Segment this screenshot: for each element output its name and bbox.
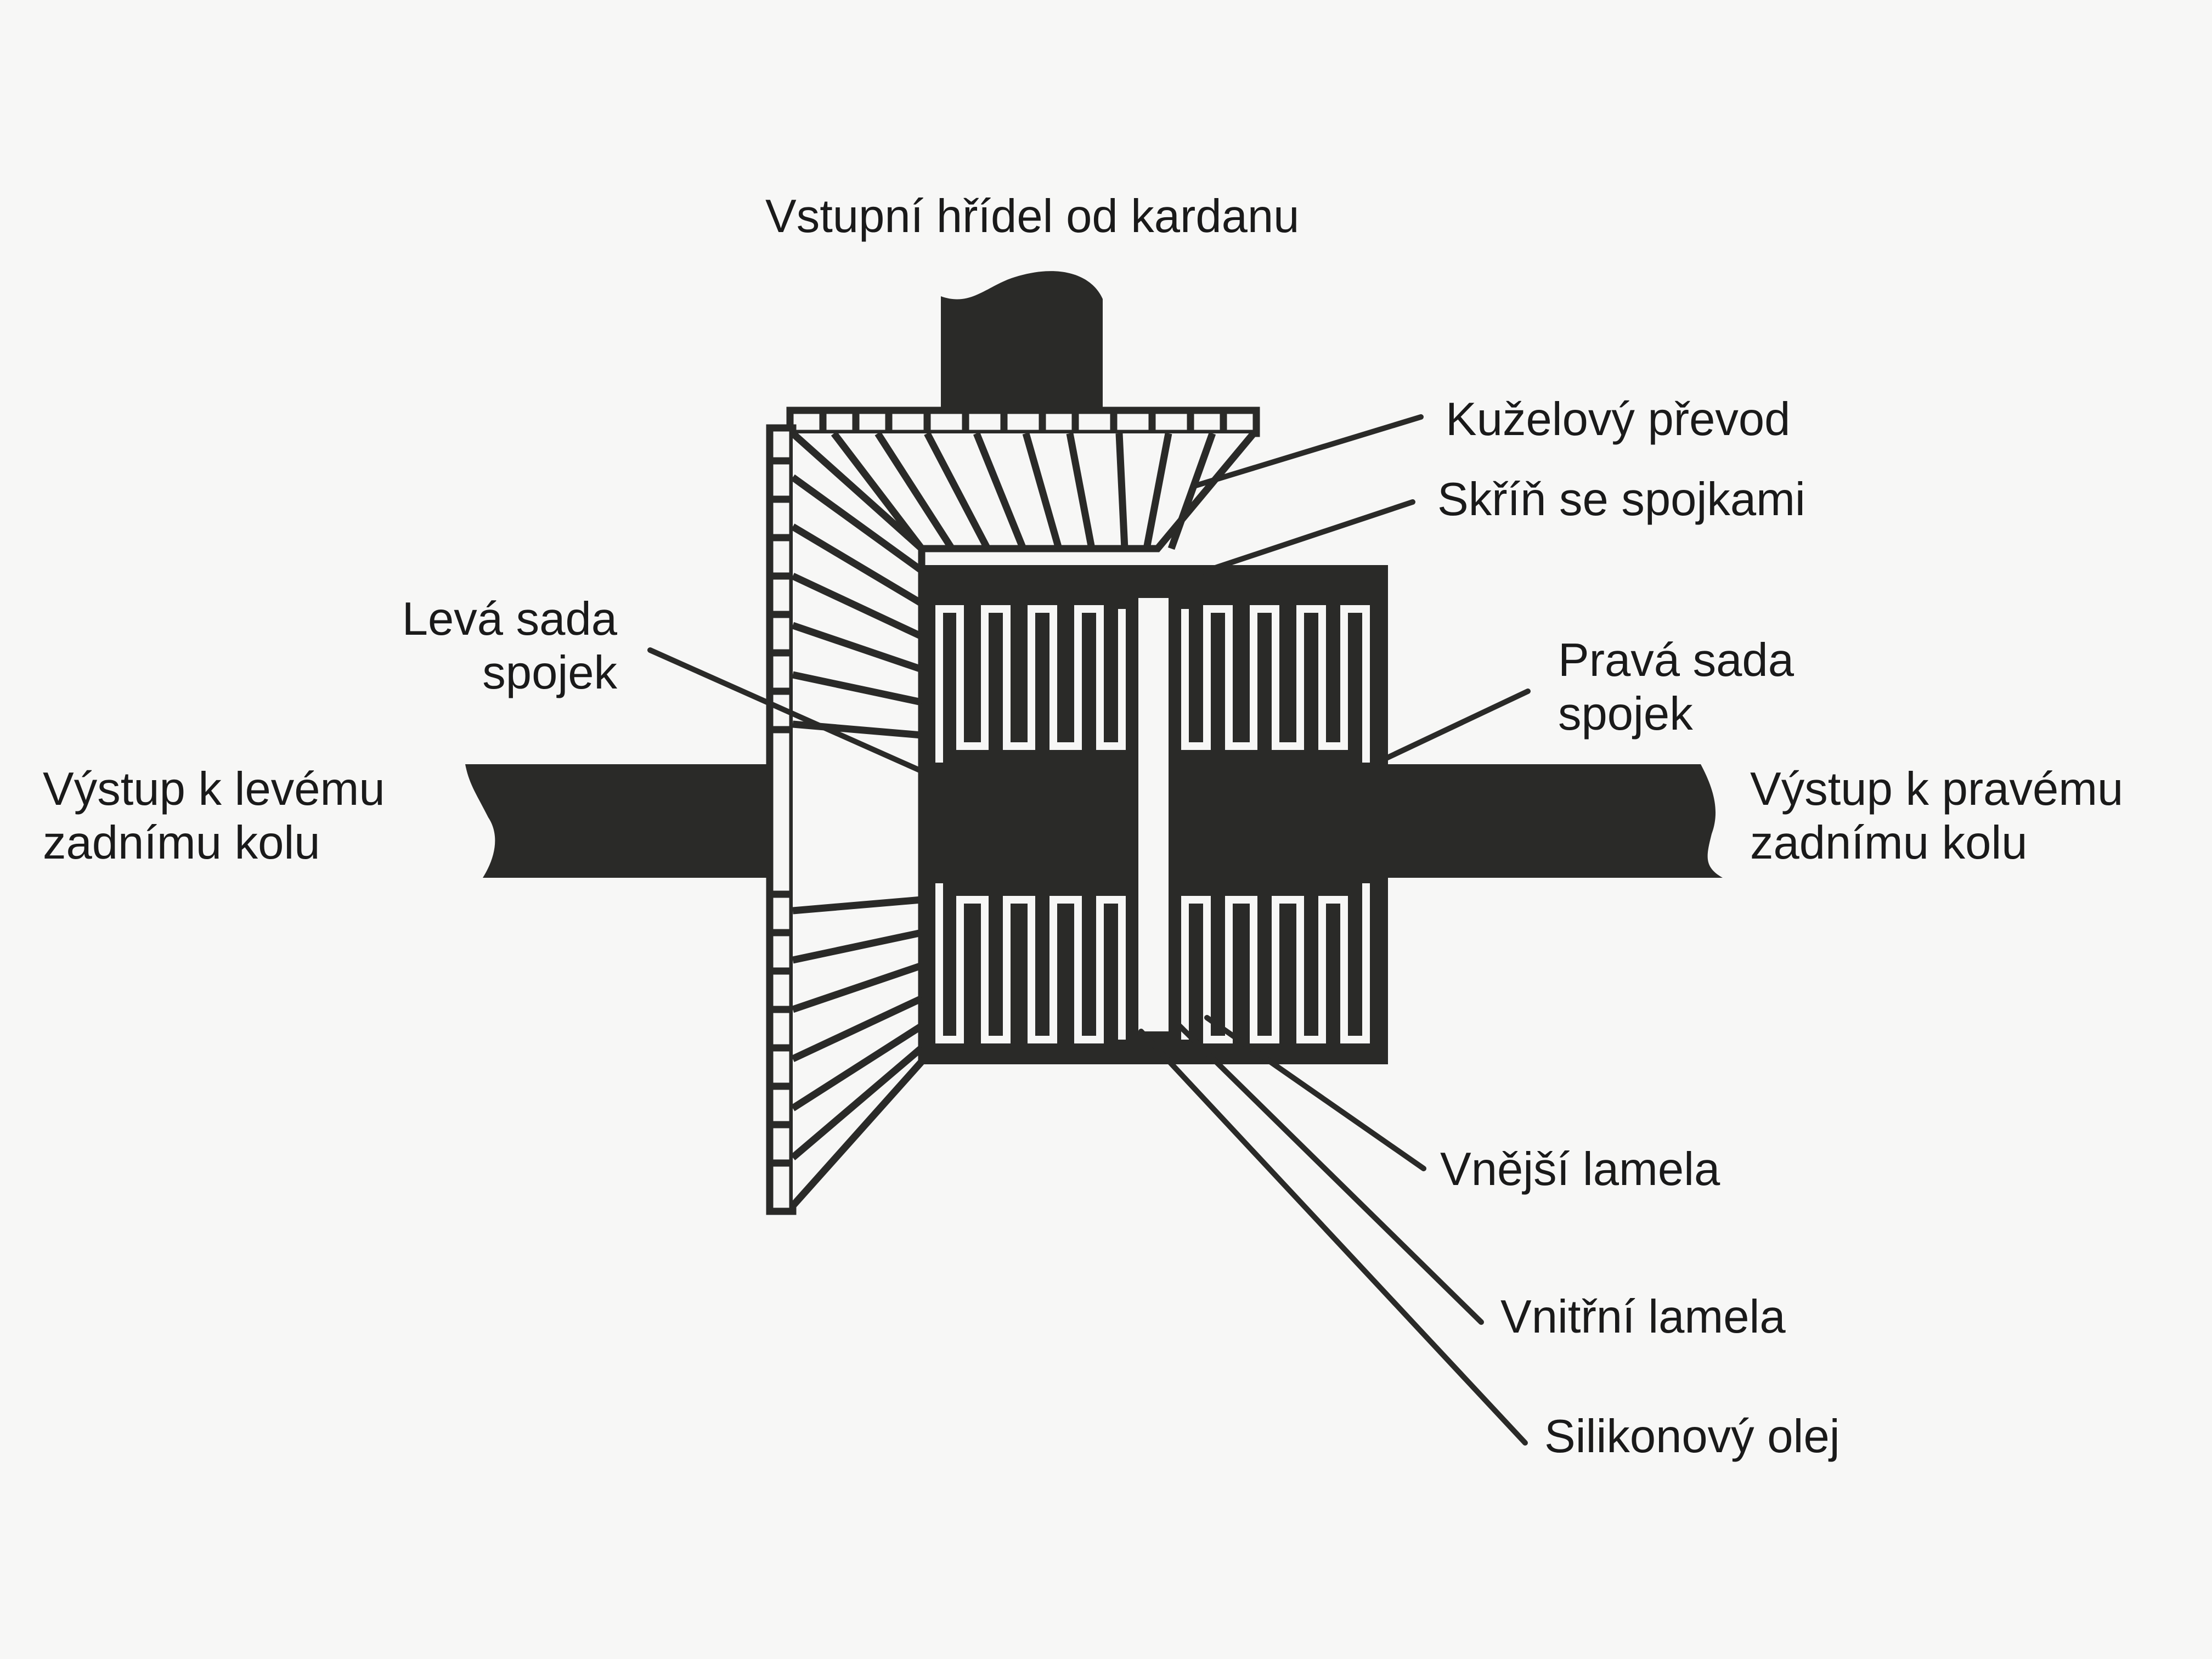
right-set-label-line-2: spojek [1558, 688, 1693, 740]
left-set-label: Levá sada spojek [351, 592, 617, 700]
left-set-label-line-2: spojek [482, 647, 617, 699]
leader-bevel-gear [1193, 414, 1424, 488]
silicone-oil-label: Silikonový olej [1544, 1410, 1840, 1463]
right-output-label: Výstup k pravému zadnímu kolu [1750, 763, 2123, 870]
left-output-label: Výstup k levému zadnímu kolu [43, 763, 385, 870]
input-shaft [941, 271, 1103, 411]
leader-left-set [647, 647, 930, 776]
right-output-label-line-1: Výstup k pravému [1750, 763, 2124, 815]
outer-plate-label: Vnější lamela [1440, 1143, 1720, 1195]
left-output-label-line-2: zadnímu kolu [43, 817, 320, 869]
left-set-label-line-1: Levá sada [402, 593, 617, 645]
right-set-label: Pravá sada spojek [1558, 634, 1794, 741]
right-output-label-line-2: zadnímu kolu [1750, 817, 2028, 869]
leader-housing [1196, 499, 1415, 576]
housing-label: Skříň se spojkami [1437, 473, 1805, 526]
clutch-housing [922, 565, 1388, 1064]
left-output-label-line-1: Výstup k levému [43, 763, 385, 815]
input-shaft-label: Vstupní hřídel od kardanu [765, 190, 1300, 242]
inner-plate-label: Vnitřní lamela [1500, 1291, 1786, 1343]
upper-plate-stack [935, 605, 1370, 763]
leader-lines [647, 414, 1531, 1446]
bevel-gear-label: Kuželový převod [1446, 393, 1791, 445]
leader-outer-plate [1204, 1015, 1426, 1171]
right-set-label-line-1: Pravá sada [1558, 634, 1794, 686]
ring-gear [766, 424, 926, 1215]
leader-inner-plate [1177, 1023, 1484, 1325]
right-output-shaft [1372, 764, 1723, 878]
leader-silicone-oil [1138, 1029, 1528, 1446]
leader-right-set [1374, 689, 1531, 765]
